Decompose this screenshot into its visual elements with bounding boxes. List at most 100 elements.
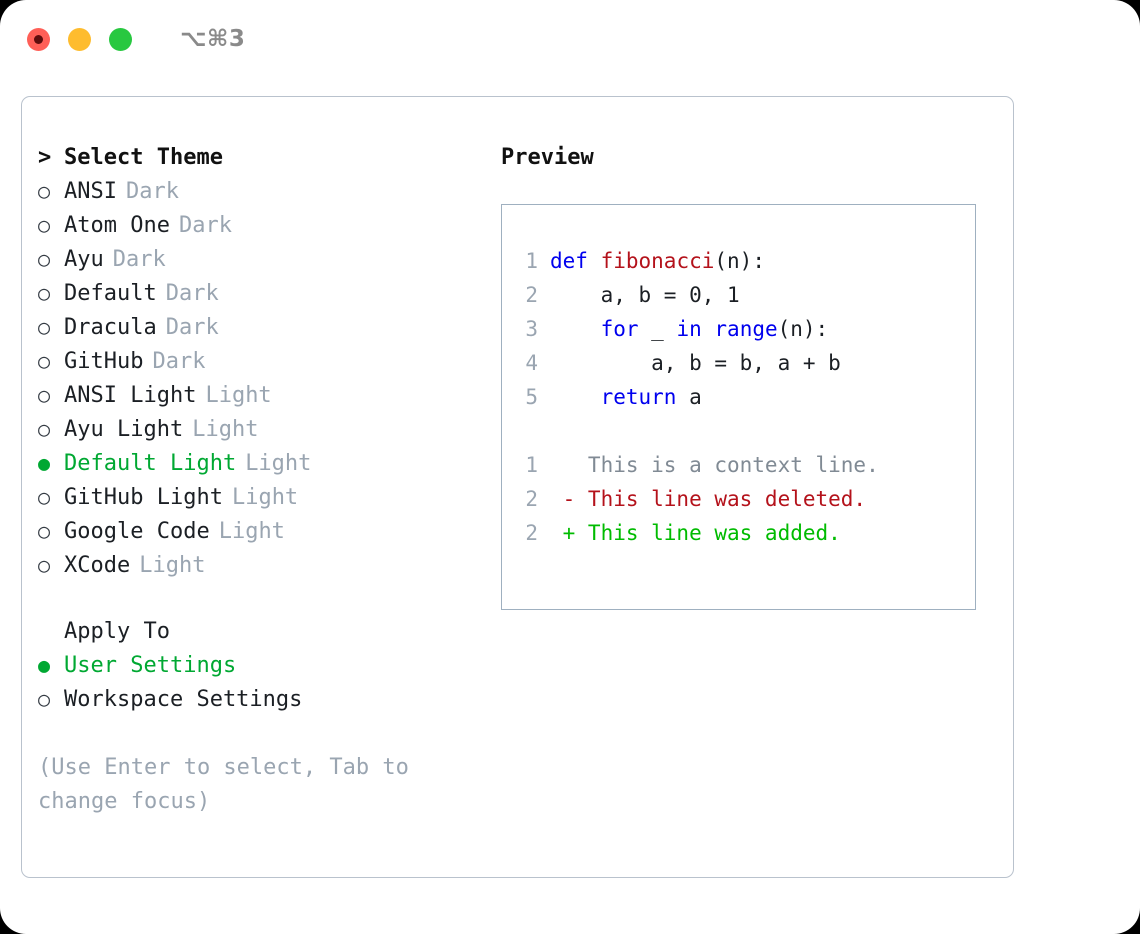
code-token: def xyxy=(550,249,588,273)
diff-line: 2 - This line was deleted. xyxy=(502,487,975,521)
line-number: 1 xyxy=(525,453,538,477)
theme-name: Dracula xyxy=(64,315,157,340)
theme-list-item[interactable]: ○ ANSI Light Light xyxy=(38,383,478,417)
line-number: 5 xyxy=(525,385,538,409)
radio-unselected-icon: ○ xyxy=(38,485,51,509)
theme-list-item[interactable]: ○ Google Code Light xyxy=(38,519,478,553)
theme-name: GitHub xyxy=(64,349,144,374)
code-token: in xyxy=(676,317,702,341)
minimize-button-icon[interactable] xyxy=(68,27,91,51)
theme-variant-badge: Light xyxy=(218,519,285,544)
preview-title: Preview xyxy=(501,145,594,170)
theme-variant-badge: Dark xyxy=(112,247,166,272)
code-token: for xyxy=(600,317,639,341)
radio-unselected-icon: ○ xyxy=(38,553,51,577)
page-title: Select Theme xyxy=(64,145,223,170)
apply-to-option[interactable]: ●User Settings xyxy=(38,653,478,687)
code-token: + This line was added. xyxy=(550,521,841,545)
theme-name: Google Code xyxy=(64,519,210,544)
radio-unselected-icon: ○ xyxy=(38,417,51,441)
theme-name: Default Light xyxy=(64,451,237,476)
radio-unselected-icon: ○ xyxy=(38,687,51,711)
code-line-text: for _ in range(n): xyxy=(550,317,829,341)
radio-unselected-icon: ○ xyxy=(38,247,51,271)
code-token: (n): xyxy=(777,317,829,341)
keyboard-hint: (Use Enter to select, Tab to change focu… xyxy=(38,755,423,814)
select-theme-heading: > Select Theme xyxy=(38,145,478,179)
radio-unselected-icon: ○ xyxy=(38,315,51,339)
code-diff-spacer xyxy=(502,419,975,453)
theme-list-item[interactable]: ○ GitHub Dark xyxy=(38,349,478,383)
radio-unselected-icon: ○ xyxy=(38,213,51,237)
radio-unselected-icon: ○ xyxy=(38,281,51,305)
theme-variant-badge: Dark xyxy=(125,179,179,204)
theme-list-item[interactable]: ○ Dracula Dark xyxy=(38,315,478,349)
code-line-text: a, b = b, a + b xyxy=(550,351,841,375)
code-line-text: def fibonacci(n): xyxy=(550,249,765,273)
theme-name: Default xyxy=(64,281,157,306)
code-line-text: This is a context line. xyxy=(550,453,879,477)
apply-to-label: Apply To xyxy=(64,619,170,644)
line-number: 2 xyxy=(525,521,538,545)
theme-name: GitHub Light xyxy=(64,485,223,510)
code-token xyxy=(550,385,601,409)
theme-variant-badge: Light xyxy=(139,553,206,578)
caret-icon: > xyxy=(38,145,52,170)
radio-unselected-icon: ○ xyxy=(38,383,51,407)
theme-list-item[interactable]: ○ ANSI Dark xyxy=(38,179,478,213)
code-line: 4 a, b = b, a + b xyxy=(502,351,975,385)
theme-list-item[interactable]: ○ GitHub Light Light xyxy=(38,485,478,519)
radio-unselected-icon: ○ xyxy=(38,519,51,543)
theme-name: ANSI Light xyxy=(64,383,197,408)
code-token: This is a context line. xyxy=(550,453,879,477)
line-number: 3 xyxy=(525,317,538,341)
code-token: fibonacci xyxy=(600,249,715,273)
code-line-text: a, b = 0, 1 xyxy=(550,283,740,307)
code-token: a, b = 0, 1 xyxy=(550,283,740,307)
close-button-icon[interactable] xyxy=(27,27,50,51)
code-line: 1 def fibonacci(n): xyxy=(502,249,975,283)
keyboard-shortcut-label: ⌥⌘3 xyxy=(180,26,246,52)
line-number: 2 xyxy=(525,487,538,511)
line-number: 4 xyxy=(525,351,538,375)
line-number: 1 xyxy=(525,249,538,273)
theme-list-item[interactable]: ○ XCode Light xyxy=(38,553,478,587)
diff-line: 2 + This line was added. xyxy=(502,521,975,555)
zoom-button-icon[interactable] xyxy=(109,27,132,51)
radio-unselected-icon: ○ xyxy=(38,349,51,373)
code-token xyxy=(550,317,601,341)
theme-variant-badge: Dark xyxy=(152,349,206,374)
radio-unselected-icon: ○ xyxy=(38,179,51,203)
radio-selected-icon: ● xyxy=(38,451,51,475)
theme-name: ANSI xyxy=(64,179,117,204)
code-line: 2 a, b = 0, 1 xyxy=(502,283,975,317)
code-line-text: + This line was added. xyxy=(550,521,841,545)
theme-name: Atom One xyxy=(64,213,170,238)
theme-variant-badge: Light xyxy=(205,383,272,408)
apply-to-option[interactable]: ○ Workspace Settings xyxy=(38,687,478,721)
code-token: - This line was deleted. xyxy=(550,487,867,511)
title-bar: ⌥⌘3 xyxy=(0,0,1140,78)
code-token xyxy=(588,249,601,273)
apply-to-option-label: Workspace Settings xyxy=(64,687,303,712)
theme-variant-badge: Dark xyxy=(165,315,219,340)
theme-name: XCode xyxy=(64,553,131,578)
code-token: (n): xyxy=(714,249,765,273)
traffic-lights xyxy=(27,27,132,51)
code-line: 3 for _ in range(n): xyxy=(502,317,975,351)
code-token: return xyxy=(600,385,677,409)
theme-variant-badge: Light xyxy=(231,485,299,510)
